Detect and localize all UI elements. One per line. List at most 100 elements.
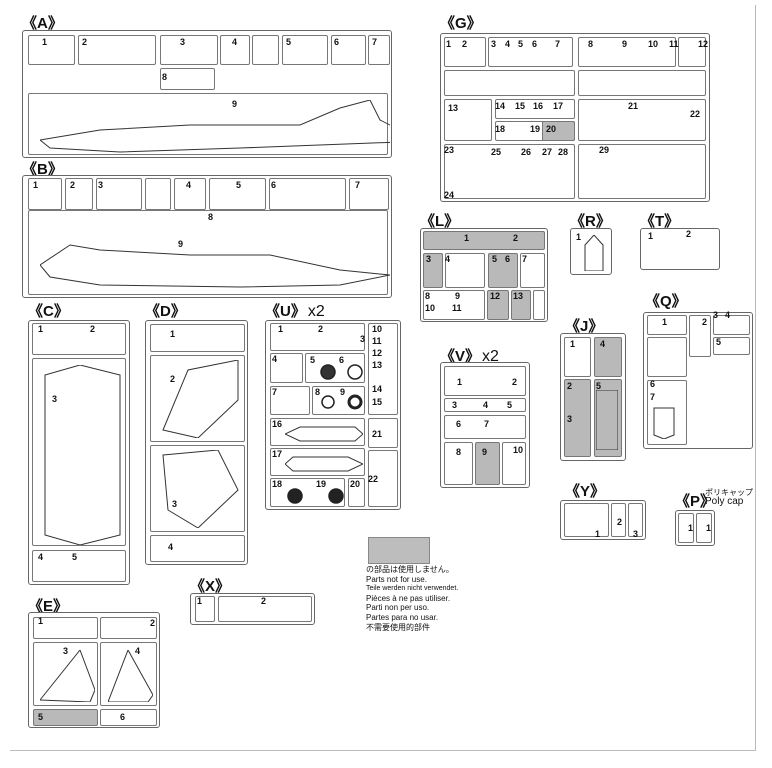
sprue-g-cell <box>495 99 575 119</box>
sprue-v-title: 《V》x2 <box>440 345 499 366</box>
sprue-c-cell <box>32 323 126 355</box>
sprue-a-frame <box>22 30 392 158</box>
sprue-g-part-number: 3 <box>491 39 497 49</box>
page-border <box>10 5 756 751</box>
sprue-l-label: 《L》 <box>420 213 460 230</box>
sprue-c-title: 《C》 <box>28 300 69 321</box>
sprue-u-part-number: 11 <box>372 336 382 346</box>
sprue-u-cell <box>368 418 398 448</box>
sprue-y-part-number: 3 <box>633 529 639 539</box>
sprue-l-frame <box>420 228 548 322</box>
sprue-p-cell <box>678 513 694 543</box>
sprue-q-frame <box>643 312 753 449</box>
sprue-q-cell <box>647 315 687 335</box>
poly-cap-jp: ポリキャップ <box>705 488 753 497</box>
sprue-y-cell <box>611 503 626 537</box>
legend-line-fr: Pièces à ne pas utiliser. <box>366 593 451 603</box>
legend-line-zh: 不需要使用的部件 <box>366 622 430 632</box>
sprue-a-cell <box>282 35 328 65</box>
sprue-g-cell <box>578 70 706 96</box>
sprue-u-part-number: 4 <box>272 354 278 364</box>
sprue-g-cell <box>444 70 575 96</box>
sprue-d-part-number: 3 <box>172 499 178 509</box>
sprue-g-cell <box>578 37 676 67</box>
sprue-a-cell <box>160 68 215 90</box>
seat-part <box>653 407 675 439</box>
sprue-v-cell <box>444 442 473 485</box>
sprue-q-part-number: 5 <box>716 337 722 347</box>
sprue-v-part-number: 1 <box>457 377 463 387</box>
sprue-u-cell <box>312 386 365 415</box>
sprue-g-part-number: 21 <box>628 101 639 111</box>
sprue-g-part-number: 4 <box>505 39 511 49</box>
sprue-u-cell <box>348 478 365 507</box>
sprue-b-cell <box>269 178 346 210</box>
sprue-y-cell <box>628 503 643 537</box>
wing-lower-part <box>162 450 239 528</box>
tail-fin-right-part <box>108 650 153 702</box>
sprue-c-part-number: 4 <box>38 552 44 562</box>
sprue-e-cell <box>33 617 98 639</box>
sprue-g-part-number: 16 <box>533 101 544 111</box>
main-wing-part <box>44 365 121 545</box>
sprue-b-label: 《B》 <box>22 161 63 178</box>
sprue-g-part-number: 6 <box>532 39 538 49</box>
sprue-v-frame <box>440 362 530 488</box>
sprue-u-part-number: 7 <box>272 387 278 397</box>
sprue-u-frame <box>265 320 401 510</box>
sprue-p-title: 《P》 <box>675 490 715 511</box>
sprue-d-part-number: 1 <box>170 329 176 339</box>
sprue-j-title: 《J》 <box>565 315 603 336</box>
sprue-r-title: 《R》 <box>570 210 611 231</box>
sprue-u-label: 《U》 <box>265 303 306 320</box>
sprue-u-part-number: 13 <box>372 360 383 370</box>
sprue-l-cell <box>445 253 485 288</box>
sprue-a-part-number: 5 <box>286 37 292 47</box>
sprue-e-cell <box>33 709 98 726</box>
sprue-l-part-number: 1 <box>464 233 470 243</box>
sprue-r-frame <box>570 228 612 275</box>
sprue-v-cell <box>444 415 526 439</box>
sprue-l-cell <box>423 253 443 288</box>
sprue-g-part-number: 5 <box>518 39 524 49</box>
sprue-p-part-number: 1 <box>688 523 694 533</box>
sprue-l-part-number: 7 <box>522 254 528 264</box>
sprue-e-part-number: 4 <box>135 646 141 656</box>
sprue-g-part-number: 10 <box>648 39 659 49</box>
sprue-l-part-number: 6 <box>505 254 511 264</box>
sprue-b-cell <box>28 210 388 295</box>
fuselage-half-left-part <box>40 100 390 153</box>
sprue-q-part-number: 7 <box>650 392 656 402</box>
cockpit-tub-part <box>596 390 618 450</box>
sprue-v-part-number: 5 <box>507 400 513 410</box>
sprue-a-cell <box>331 35 366 65</box>
sprue-g-part-number: 17 <box>553 101 564 111</box>
wheel-part <box>321 395 335 409</box>
sprue-d-part-number: 2 <box>170 374 176 384</box>
sprue-u-title: 《U》x2 <box>265 300 325 321</box>
sprue-u-part-number: 18 <box>272 479 283 489</box>
sprue-r-label: 《R》 <box>570 213 611 230</box>
sprue-l-cell <box>520 253 545 288</box>
sprue-y-frame <box>560 500 646 540</box>
sprue-g-part-number: 7 <box>555 39 561 49</box>
sprue-l-part-number: 13 <box>513 291 524 301</box>
sprue-j-cell <box>564 337 591 377</box>
sprue-u-part-number: 16 <box>272 419 283 429</box>
sprue-l-part-number: 10 <box>425 303 436 313</box>
wheel-part <box>347 364 363 380</box>
sprue-q-part-number: 1 <box>662 317 668 327</box>
sprue-r-part-number: 1 <box>576 232 582 242</box>
sprue-l-part-number: 8 <box>425 291 431 301</box>
sprue-v-part-number: 7 <box>484 419 490 429</box>
sprue-a-cell <box>78 35 156 65</box>
sprue-u-cell <box>368 323 398 415</box>
sprue-j-cell <box>594 379 622 457</box>
sprue-g-part-number: 1 <box>446 39 452 49</box>
drop-tank-16-part <box>285 426 363 442</box>
sprue-e-label: 《E》 <box>28 598 69 615</box>
sprue-l-part-number: 3 <box>426 254 432 264</box>
sprue-e-part-number: 2 <box>150 618 156 628</box>
sprue-e-cell <box>100 617 157 639</box>
